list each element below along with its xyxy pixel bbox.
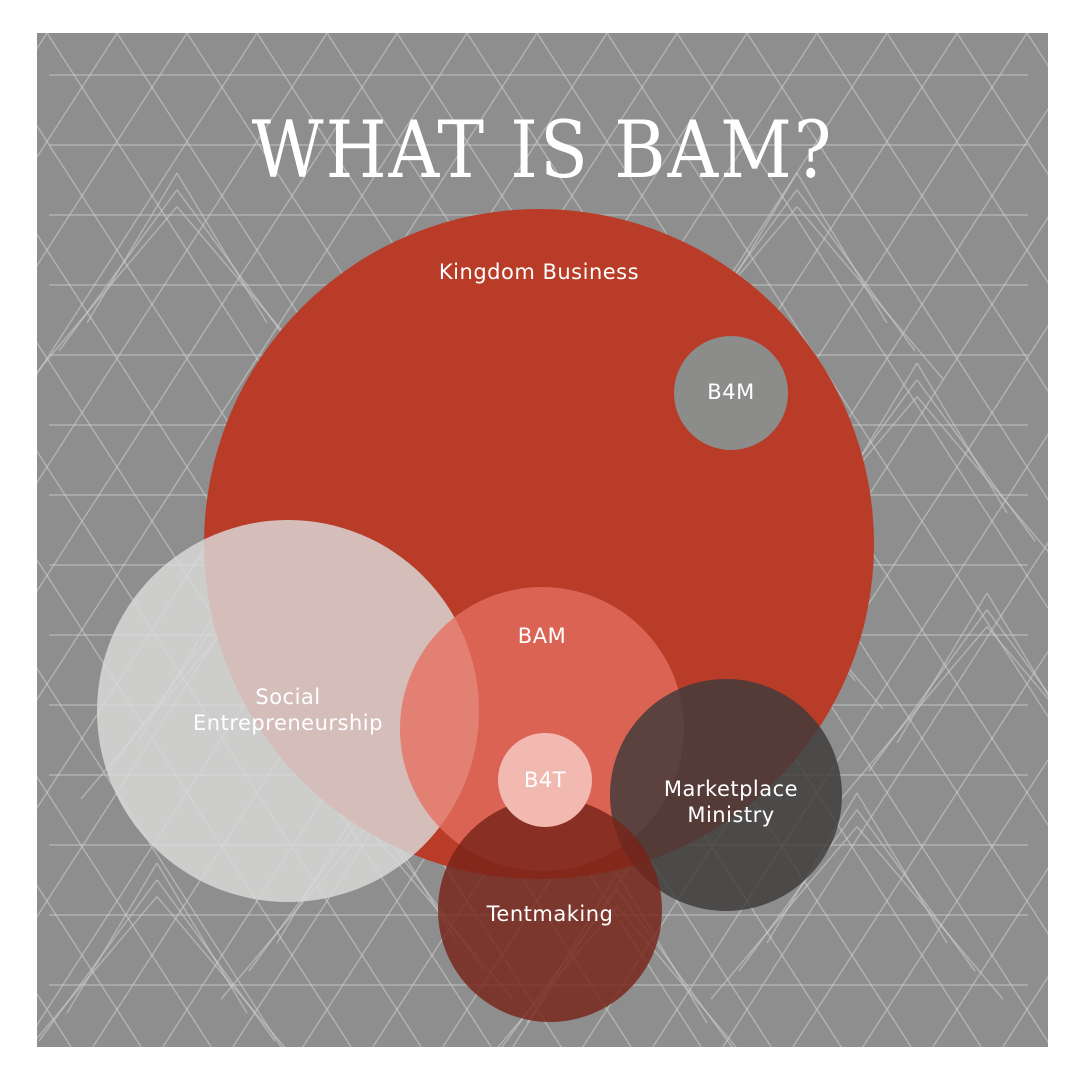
page-title: WHAT IS BAM? [251, 104, 834, 197]
label-tentmaking: Tentmaking [486, 902, 614, 926]
label-b4t: B4T [523, 768, 567, 792]
label-bam: BAM [517, 624, 567, 648]
circle-b4m [674, 336, 788, 450]
label-social-entrepreneurship-line2: Entrepreneurship [193, 711, 383, 735]
label-social-entrepreneurship-line1: Social [255, 685, 321, 709]
label-kingdom-business: Kingdom Business [438, 260, 640, 284]
circle-tentmaking [438, 798, 662, 1022]
label-marketplace-ministry-line1: Marketplace [663, 777, 799, 801]
label-b4m: B4M [707, 380, 755, 404]
circle-b4t [498, 733, 592, 827]
label-marketplace-ministry-line2: Ministry [687, 803, 775, 827]
diagram-panel: WHAT IS BAM? Kingdom Business B4M BAM So… [37, 33, 1048, 1047]
